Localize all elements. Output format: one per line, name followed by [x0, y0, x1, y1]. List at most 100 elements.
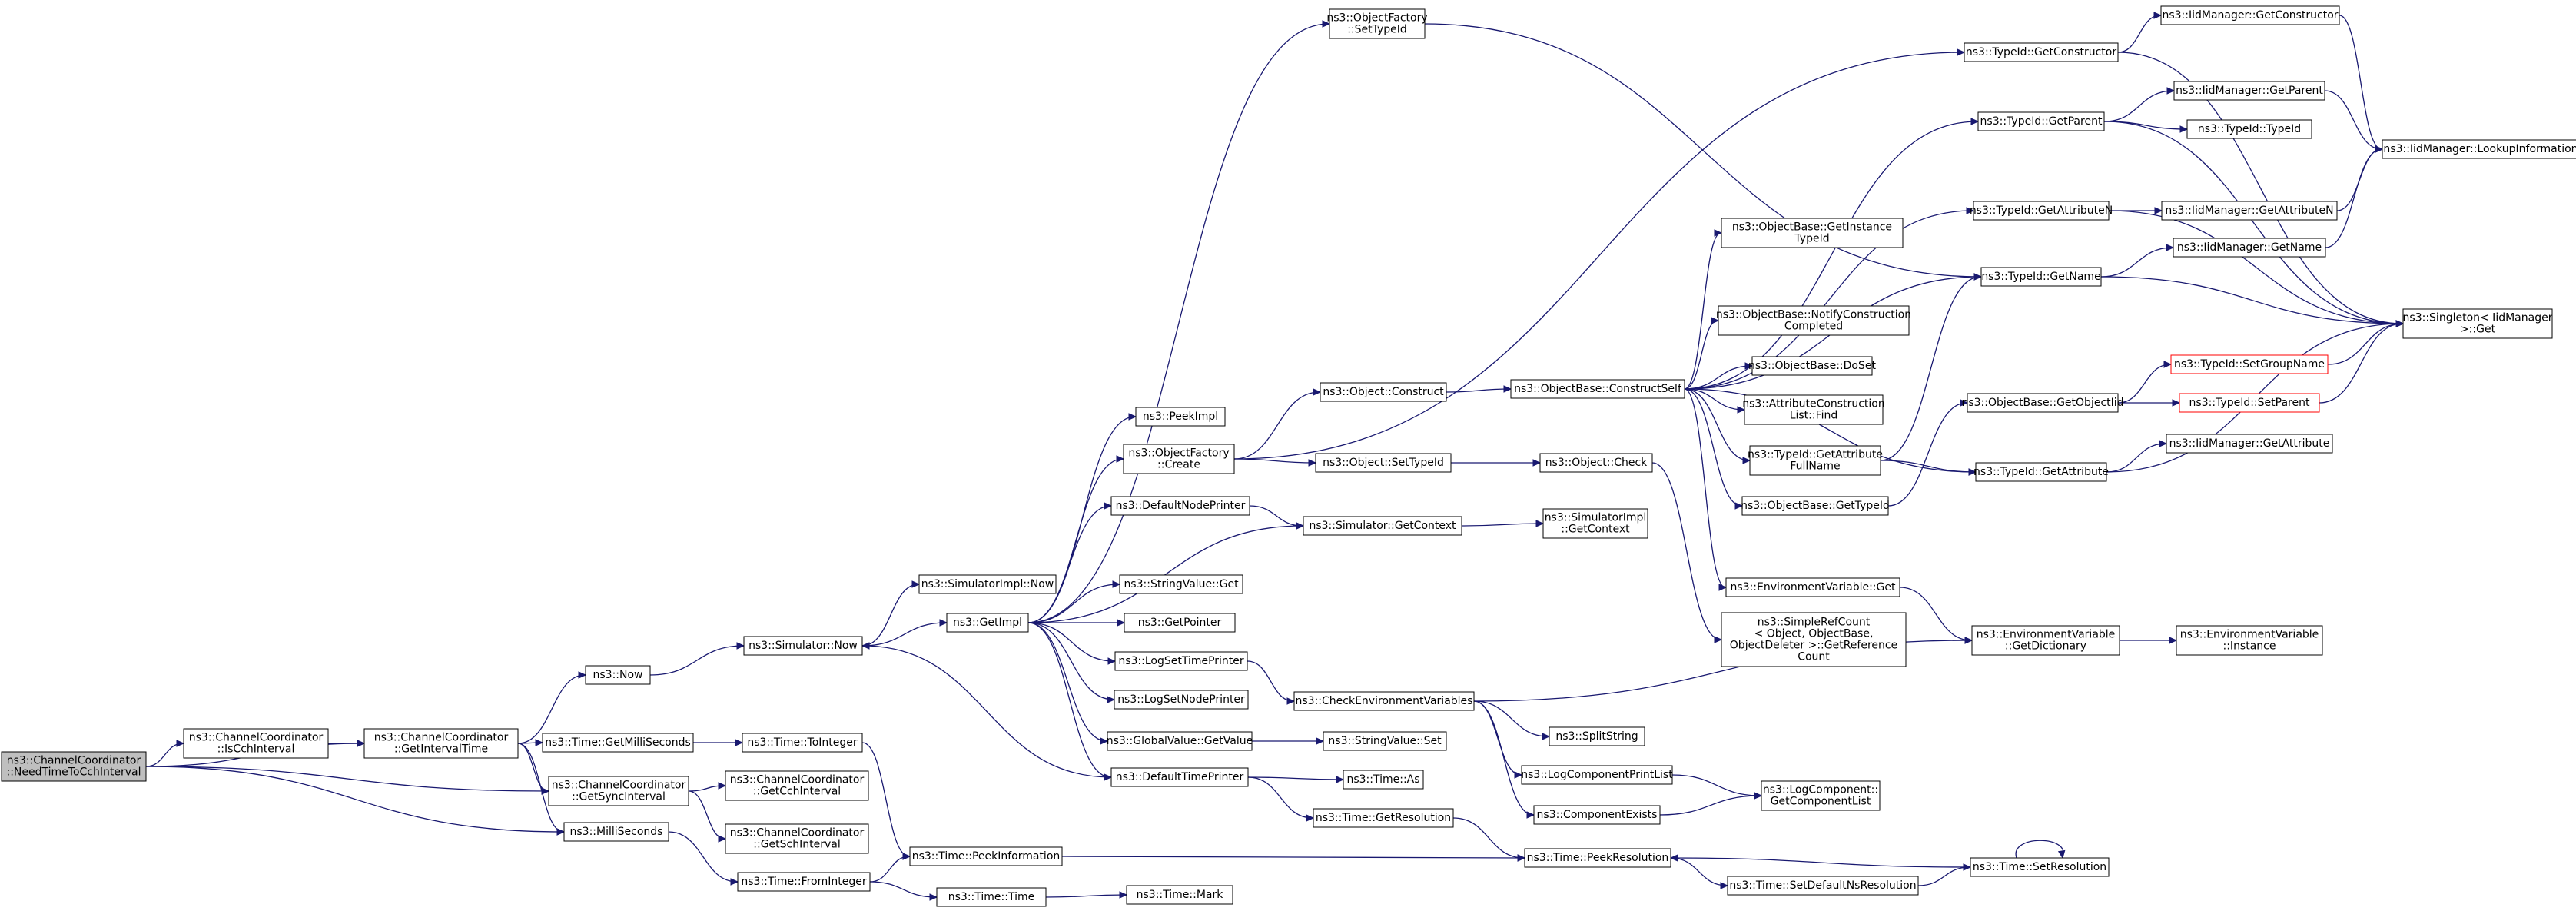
node-ns3-objectbase-doset[interactable]: ns3::ObjectBase::DoSet: [1748, 356, 1876, 376]
node-ns3-objectbase-getobjectiid[interactable]: ns3::ObjectBase::GetObjectIid: [1961, 393, 2124, 413]
node-ns3-iidmanager-lookupinformation[interactable]: ns3::IidManager::LookupInformation: [2382, 139, 2576, 159]
node-ns3-time-peekinformation[interactable]: ns3::Time::PeekInformation: [909, 846, 1063, 866]
edge-ofCreate-to-tidGetConstructor: [1233, 48, 1966, 460]
node-ns3-logcomponent-getcomponentlist[interactable]: ns3::LogComponent::GetComponentList: [1761, 780, 1881, 811]
node-ns3-iidmanager-getname[interactable]: ns3::IidManager::GetName: [2173, 238, 2326, 258]
node-ns3-time-tointeger[interactable]: ns3::Time::ToInteger: [742, 733, 863, 753]
node-ns3-milliseconds[interactable]: ns3::MilliSeconds: [563, 822, 669, 842]
node-ns3-stringvalue-get[interactable]: ns3::StringValue::Get: [1119, 574, 1243, 594]
edge-fromInteger-to-peekInfo: [869, 853, 911, 883]
node-ns3-time-time[interactable]: ns3::Time::Time: [936, 887, 1047, 907]
node-ns3-object-construct[interactable]: ns3::Object::Construct: [1320, 382, 1447, 402]
node-box: [1323, 731, 1447, 751]
node-box: [936, 887, 1047, 907]
node-ns3-iidmanager-getattribute[interactable]: ns3::IidManager::GetAttribute: [2166, 434, 2333, 454]
node-ns3-getpointer[interactable]: ns3::GetPointer: [1124, 613, 1236, 633]
node-ns3-typeid-getattribute[interactable]: ns3::TypeId::GetAttribute: [1973, 462, 2109, 482]
node-label: ns3::DefaultNodePrinter: [1116, 500, 1246, 512]
node-label: ns3::AttributeConstruction: [1742, 398, 1884, 411]
node-ns3-channelcoordinator-iscchinterval[interactable]: ns3::ChannelCoordinator::IsCchInterval: [183, 728, 329, 759]
node-ns3-defaulttimeprinter[interactable]: ns3::DefaultTimePrinter: [1110, 767, 1249, 787]
node-label: ns3::SplitString: [1555, 730, 1638, 743]
node-ns3-channelcoordinator-getintervaltime[interactable]: ns3::ChannelCoordinator::GetIntervalTime: [363, 728, 519, 759]
node-ns3-object-check[interactable]: ns3::Object::Check: [1539, 453, 1653, 473]
node-ns3-time-peekresolution[interactable]: ns3::Time::PeekResolution: [1524, 848, 1671, 868]
node-ns3-typeid-typeid[interactable]: ns3::TypeId::TypeId: [2186, 119, 2312, 139]
node-ns3-logsetnodeprinter[interactable]: ns3::LogSetNodePrinter: [1114, 690, 1249, 710]
node-ns3-typeid-getconstructor[interactable]: ns3::TypeId::GetConstructor: [1964, 42, 2119, 62]
node-ns3-globalvalue-getvalue[interactable]: ns3::GlobalValue::GetValue: [1107, 731, 1253, 751]
node-ns3-logsettimeprinter[interactable]: ns3::LogSetTimePrinter: [1114, 651, 1248, 671]
node-ns3-componentexists[interactable]: ns3::ComponentExists: [1533, 805, 1661, 825]
node-ns3-simplerefcount-object-objectbase-objectdeleter-getreferencecount[interactable]: ns3::SimpleRefCount< Object, ObjectBase,…: [1721, 612, 1907, 667]
node-ns3-typeid-setparent[interactable]: ns3::TypeId::SetParent: [2179, 393, 2320, 413]
call-graph-edges: [145, 12, 2405, 901]
node-ns3-defaultnodeprinter[interactable]: ns3::DefaultNodePrinter: [1110, 496, 1250, 516]
edge-defTimePrinter-to-timeGetRes: [1247, 776, 1315, 822]
node-ns3-channelcoordinator-getsyncinterval[interactable]: ns3::ChannelCoordinator::GetSyncInterval: [548, 776, 689, 806]
node-ns3-environmentvariable-instance[interactable]: ns3::EnvironmentVariable::Instance: [2176, 625, 2323, 656]
node-ns3-time-getresolution[interactable]: ns3::Time::GetResolution: [1313, 808, 1454, 828]
node-label: ns3::TypeId::GetAttribute: [1973, 466, 2109, 478]
node-ns3-typeid-getattributen[interactable]: ns3::TypeId::GetAttributeN: [1970, 201, 2113, 221]
node-ns3-simulator-now[interactable]: ns3::Simulator::Now: [743, 636, 863, 656]
node-ns3-objectfactory-create[interactable]: ns3::ObjectFactory::Create: [1123, 444, 1235, 474]
edge-logCompPrintList-to-logCompGetList: [1671, 774, 1763, 800]
node-ns3-objectbase-gettypeid[interactable]: ns3::ObjectBase::GetTypeId: [1741, 496, 1890, 516]
node-ns3-channelcoordinator-getschinterval[interactable]: ns3::ChannelCoordinator::GetSchInterval: [725, 823, 869, 854]
node-ns3-environmentvariable-get[interactable]: ns3::EnvironmentVariable::Get: [1725, 577, 1900, 597]
node-ns3-objectbase-notifyconstructioncompleted[interactable]: ns3::ObjectBase::NotifyConstructionCompl…: [1716, 305, 1911, 336]
node-ns3-object-settypeid[interactable]: ns3::Object::SetTypeId: [1315, 453, 1452, 473]
node-ns3-getimpl[interactable]: ns3::GetImpl: [946, 613, 1029, 633]
node-ns3-simulator-getcontext[interactable]: ns3::Simulator::GetContext: [1303, 516, 1462, 536]
node-ns3-typeid-getname[interactable]: ns3::TypeId::GetName: [1980, 267, 2102, 287]
node-ns3-simulatorimpl-getcontext[interactable]: ns3::SimulatorImpl::GetContext: [1542, 508, 1648, 539]
node-ns3-time-setresolution[interactable]: ns3::Time::SetResolution: [1970, 857, 2110, 877]
node-ns3-environmentvariable-getdictionary[interactable]: ns3::EnvironmentVariable::GetDictionary: [1971, 625, 2120, 656]
node-label: ns3::Time::Mark: [1137, 889, 1224, 901]
node-ns3-typeid-setgroupname[interactable]: ns3::TypeId::SetGroupName: [2170, 354, 2329, 374]
node-label: ns3::Singleton< IidManager: [2403, 312, 2553, 324]
node-ns3-iidmanager-getparent[interactable]: ns3::IidManager::GetParent: [2173, 81, 2325, 101]
node-label: Count: [1798, 651, 1830, 663]
node-ns3-now[interactable]: ns3::Now: [585, 665, 651, 685]
node-ns3-iidmanager-getconstructor[interactable]: ns3::IidManager::GetConstructor: [2160, 5, 2340, 25]
node-ns3-singleton-iidmanager-get[interactable]: ns3::Singleton< IidManager >::Get: [2402, 308, 2553, 339]
node-label: ns3::Object::Construct: [1323, 386, 1444, 398]
node-label: ns3::MilliSeconds: [570, 826, 663, 838]
node-label: ::GetContext: [1561, 524, 1630, 536]
node-label: ns3::ComponentExists: [1537, 809, 1658, 821]
node-label: ns3::ChannelCoordinator: [730, 774, 865, 786]
node-box: [743, 636, 863, 656]
node-ns3-time-as[interactable]: ns3::Time::As: [1343, 770, 1424, 790]
node-ns3-iidmanager-getattributen[interactable]: ns3::IidManager::GetAttributeN: [2161, 201, 2338, 221]
edge-obConstructSelf-to-tidGetParent: [1684, 118, 1980, 390]
edge-defTimePrinter-to-simNow: [861, 642, 1112, 778]
node-ns3-peekimpl[interactable]: ns3::PeekImpl: [1135, 407, 1226, 427]
node-label: ns3::GetPointer: [1138, 617, 1222, 629]
node-ns3-time-getmilliseconds[interactable]: ns3::Time::GetMilliSeconds: [542, 733, 694, 753]
node-ns3-splitstring[interactable]: ns3::SplitString: [1549, 726, 1645, 746]
node-ns3-channelcoordinator-needtimetocchinterval[interactable]: ns3::ChannelCoordinator::NeedTimeToCchIn…: [1, 751, 147, 782]
node-ns3-time-mark[interactable]: ns3::Time::Mark: [1126, 885, 1233, 905]
node-label: ns3::ObjectBase::DoSet: [1748, 360, 1876, 372]
node-ns3-objectbase-constructself[interactable]: ns3::ObjectBase::ConstructSelf: [1510, 379, 1685, 399]
node-label: ns3::EnvironmentVariable::Get: [1731, 581, 1896, 593]
node-box: [1126, 885, 1233, 905]
edge-obGetObjectIid-to-tidSetGroupName: [2117, 361, 2173, 404]
node-ns3-checkenvironmentvariables[interactable]: ns3::CheckEnvironmentVariables: [1293, 691, 1475, 711]
node-ns3-typeid-getparent[interactable]: ns3::TypeId::GetParent: [1977, 111, 2105, 131]
node-ns3-time-setdefaultnsresolution[interactable]: ns3::Time::SetDefaultNsResolution: [1727, 876, 1919, 896]
node-ns3-stringvalue-set[interactable]: ns3::StringValue::Set: [1323, 731, 1447, 751]
node-ns3-time-frominteger[interactable]: ns3::Time::FromInteger: [737, 872, 871, 892]
node-ns3-logcomponentprintlist[interactable]: ns3::LogComponentPrintList: [1521, 765, 1673, 785]
node-ns3-objectfactory-settypeid[interactable]: ns3::ObjectFactory::SetTypeId: [1326, 8, 1428, 39]
node-ns3-channelcoordinator-getcchinterval[interactable]: ns3::ChannelCoordinator::GetCchInterval: [725, 770, 869, 801]
edge-envGetDict-to-envInstance: [2119, 637, 2178, 644]
node-label: ns3::ObjectFactory: [1128, 447, 1229, 460]
edge-getImpl-to-logSetNode: [1027, 622, 1116, 703]
node-ns3-simulatorimpl-now[interactable]: ns3::SimulatorImpl::Now: [918, 574, 1057, 594]
